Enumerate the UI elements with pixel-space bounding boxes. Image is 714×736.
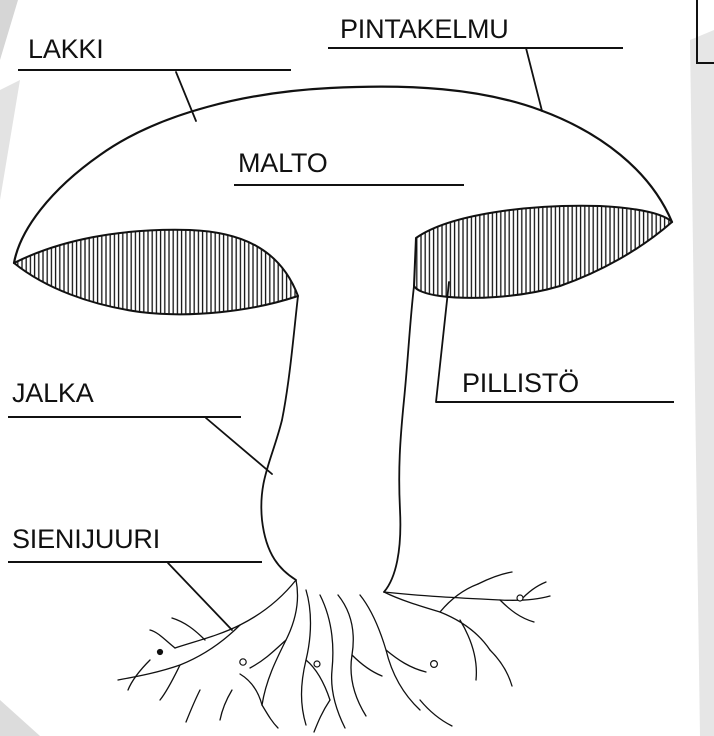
- rule-lakki: [18, 69, 291, 71]
- rule-pintakelmu: [328, 47, 623, 49]
- rule-pillisto: [436, 401, 674, 403]
- leader-pintakelmu: [526, 48, 542, 111]
- corner-frame: [696, 0, 714, 64]
- roots: [118, 572, 550, 732]
- stem-left: [261, 296, 298, 580]
- stem-right: [384, 286, 414, 592]
- leader-pillisto: [436, 282, 449, 402]
- leader-jalka: [206, 418, 272, 474]
- label-jalka: JALKA: [12, 378, 94, 408]
- label-pillisto: PILLISTÖ: [462, 368, 579, 398]
- rule-jalka: [8, 416, 241, 418]
- rule-sienijuuri: [8, 561, 262, 563]
- root-nodules: [158, 595, 524, 667]
- label-sienijuuri: SIENIJUURI: [12, 524, 160, 554]
- label-pintakelmu: PINTAKELMU: [340, 14, 509, 44]
- label-malto: MALTO: [238, 148, 328, 178]
- label-lakki: LAKKI: [28, 34, 104, 64]
- rule-malto: [234, 184, 464, 186]
- left-gills: [10, 220, 305, 325]
- right-gills: [410, 200, 680, 305]
